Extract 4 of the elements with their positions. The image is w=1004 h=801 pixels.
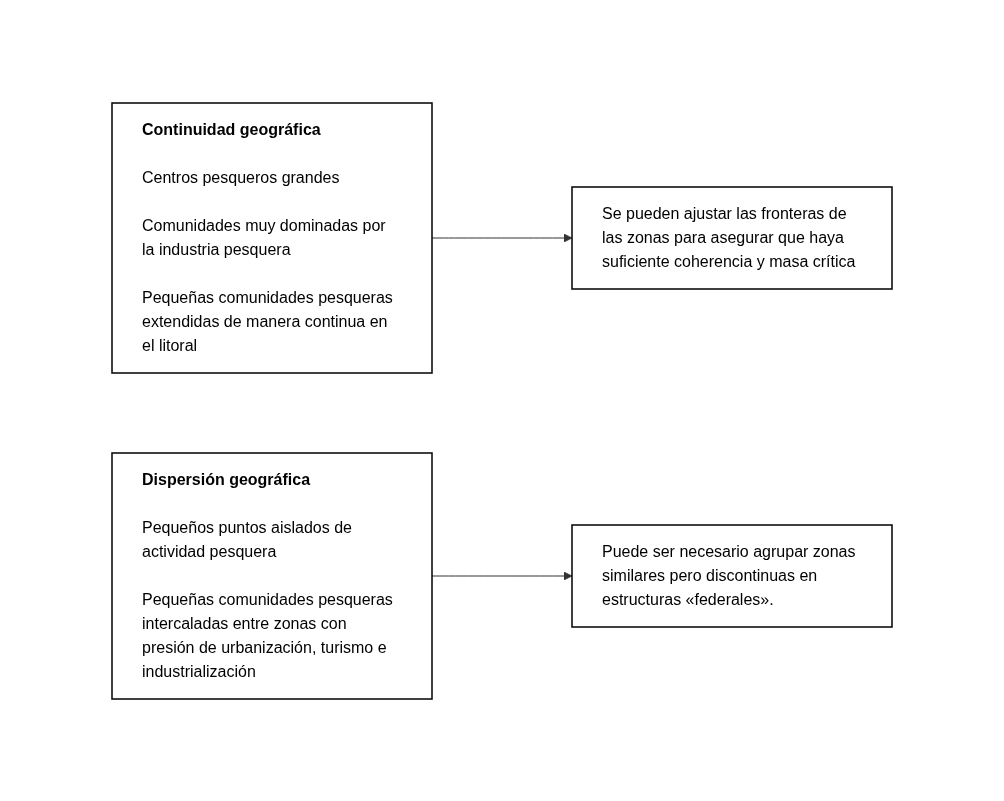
node-box: Continuidad geográfica Centros pesqueros grandes Comunidades muy dominadas por la industria pesquera Pequeñas comunidades pesqueras extendidas de manera continua en el litoral: [111, 101, 433, 374]
node-box: Dispersión geográfica Pequeños puntos aislados de actividad pesquera Pequeñas comunidades pesqueras intercaladas entre zonas con presión de urbanización, turismo e industrialización: [111, 451, 433, 700]
node-box: Puede ser necesario agrupar zonas similares pero discontinuas en estructuras «federales».: [571, 523, 893, 628]
node-box: Se pueden ajustar las fronteras de las zonas para asegurar que haya suficiente coherencia y masa crítica: [571, 185, 893, 290]
